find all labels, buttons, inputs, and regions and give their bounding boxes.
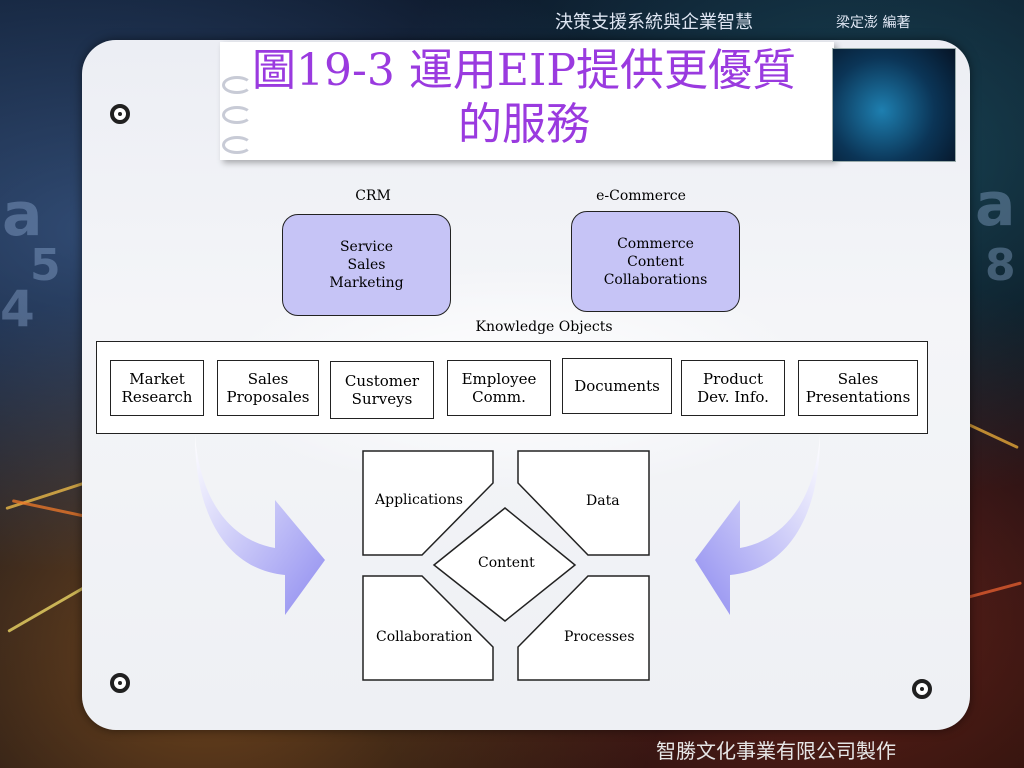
knowledge-object-label: Sales	[247, 370, 289, 388]
binder-hole-icon	[110, 104, 130, 124]
right-curved-arrow-icon	[695, 435, 820, 615]
ecommerce-item: Content	[627, 253, 684, 270]
knowledge-object-box: Customer Surveys	[330, 361, 434, 419]
ecommerce-item: Collaborations	[603, 271, 708, 288]
crm-item: Sales	[347, 257, 386, 273]
collaboration-label: Collaboration	[376, 629, 473, 645]
left-curved-arrow-icon	[195, 435, 325, 615]
publisher-footer: 智勝文化事業有限公司製作	[656, 739, 896, 763]
knowledge-object-box: Documents	[562, 358, 672, 414]
knowledge-object-label: Proposales	[226, 388, 310, 406]
spiral-ring-icon	[222, 106, 252, 124]
knowledge-object-box: Sales Presentations	[798, 360, 918, 416]
processes-shape	[517, 575, 650, 681]
data-label: Data	[586, 493, 620, 509]
knowledge-object-label: Customer	[344, 372, 420, 390]
knowledge-object-box: Employee Comm.	[447, 360, 551, 416]
knowledge-object-box: Market Research	[110, 360, 204, 416]
knowledge-object-label: Presentations	[805, 388, 911, 406]
knowledge-object-label: Surveys	[351, 390, 413, 408]
knowledge-object-label: Dev. Info.	[697, 388, 769, 406]
binder-hole-icon	[110, 673, 130, 693]
crm-item: Marketing	[329, 275, 404, 291]
spiral-ring-icon	[222, 76, 252, 94]
applications-shape	[362, 450, 494, 556]
author-label: 梁定澎 編著	[836, 15, 911, 31]
slide-title: 圖19-3 運用EIP提供更優質 的服務	[224, 44, 824, 152]
knowledge-object-label: Comm.	[472, 388, 526, 406]
knowledge-object-label: Employee	[461, 370, 537, 388]
data-shape	[517, 450, 650, 556]
globe-image	[832, 48, 956, 162]
decorative-math-glyph: a	[975, 170, 1016, 240]
knowledge-object-label: Research	[121, 388, 193, 406]
knowledge-object-box: Product Dev. Info.	[681, 360, 785, 416]
slide-title-line1: 圖19-3 運用EIP提供更優質	[252, 45, 796, 96]
spiral-ring-icon	[222, 136, 252, 154]
applications-label: Applications	[375, 492, 463, 508]
processes-label: Processes	[564, 629, 635, 645]
content-label: Content	[478, 555, 535, 571]
ecommerce-item: Commerce	[617, 235, 694, 252]
knowledge-object-label: Documents	[574, 377, 660, 395]
slide-title-line2: 的服務	[458, 99, 590, 150]
decorative-math-glyph: 5	[30, 240, 61, 291]
ecommerce-heading: e-Commerce	[596, 188, 686, 204]
collaboration-shape	[362, 575, 494, 681]
core-diagram	[362, 450, 650, 681]
crm-box: Service Sales Marketing	[282, 214, 451, 316]
knowledge-object-box: Sales Proposales	[217, 360, 319, 416]
ecommerce-box: Commerce Content Collaborations	[571, 211, 740, 312]
crm-heading: CRM	[355, 188, 391, 204]
knowledge-objects-heading: Knowledge Objects	[475, 319, 613, 335]
crm-item: Service	[339, 239, 394, 255]
decorative-math-glyph: 8	[985, 240, 1016, 291]
book-title: 決策支援系統與企業智慧	[555, 12, 753, 33]
knowledge-object-label: Sales	[837, 370, 879, 388]
decorative-math-glyph: 4	[0, 280, 35, 338]
title-card	[220, 42, 834, 160]
decorative-math-glyph: a	[2, 180, 43, 250]
content-shape	[432, 507, 577, 622]
knowledge-object-label: Product	[703, 370, 763, 388]
binder-hole-icon	[912, 679, 932, 699]
knowledge-object-label: Market	[129, 370, 185, 388]
